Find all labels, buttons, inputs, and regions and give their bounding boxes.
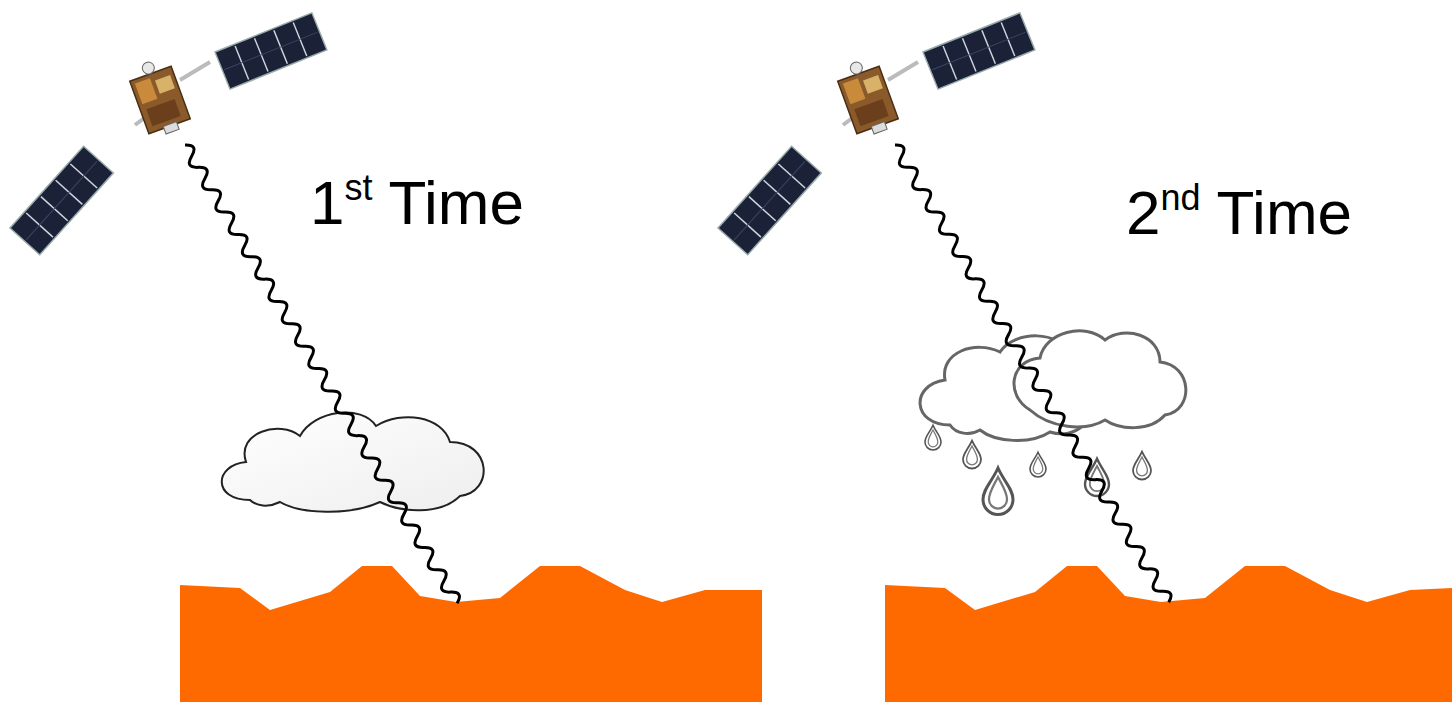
- title-word: Time: [389, 168, 524, 237]
- panel-title: 2nd Time: [1126, 180, 1352, 244]
- cloud: [222, 413, 484, 512]
- ordinal-suffix: nd: [1160, 177, 1200, 218]
- panel-title: 1st Time: [310, 170, 524, 234]
- terrain: [885, 566, 1452, 702]
- title-word: Time: [1217, 178, 1352, 247]
- terrain: [180, 566, 762, 702]
- rain-cloud: [1014, 331, 1186, 428]
- ordinal-number: 2: [1126, 178, 1160, 247]
- ordinal-suffix: st: [344, 167, 372, 208]
- ordinal-number: 1: [310, 168, 344, 237]
